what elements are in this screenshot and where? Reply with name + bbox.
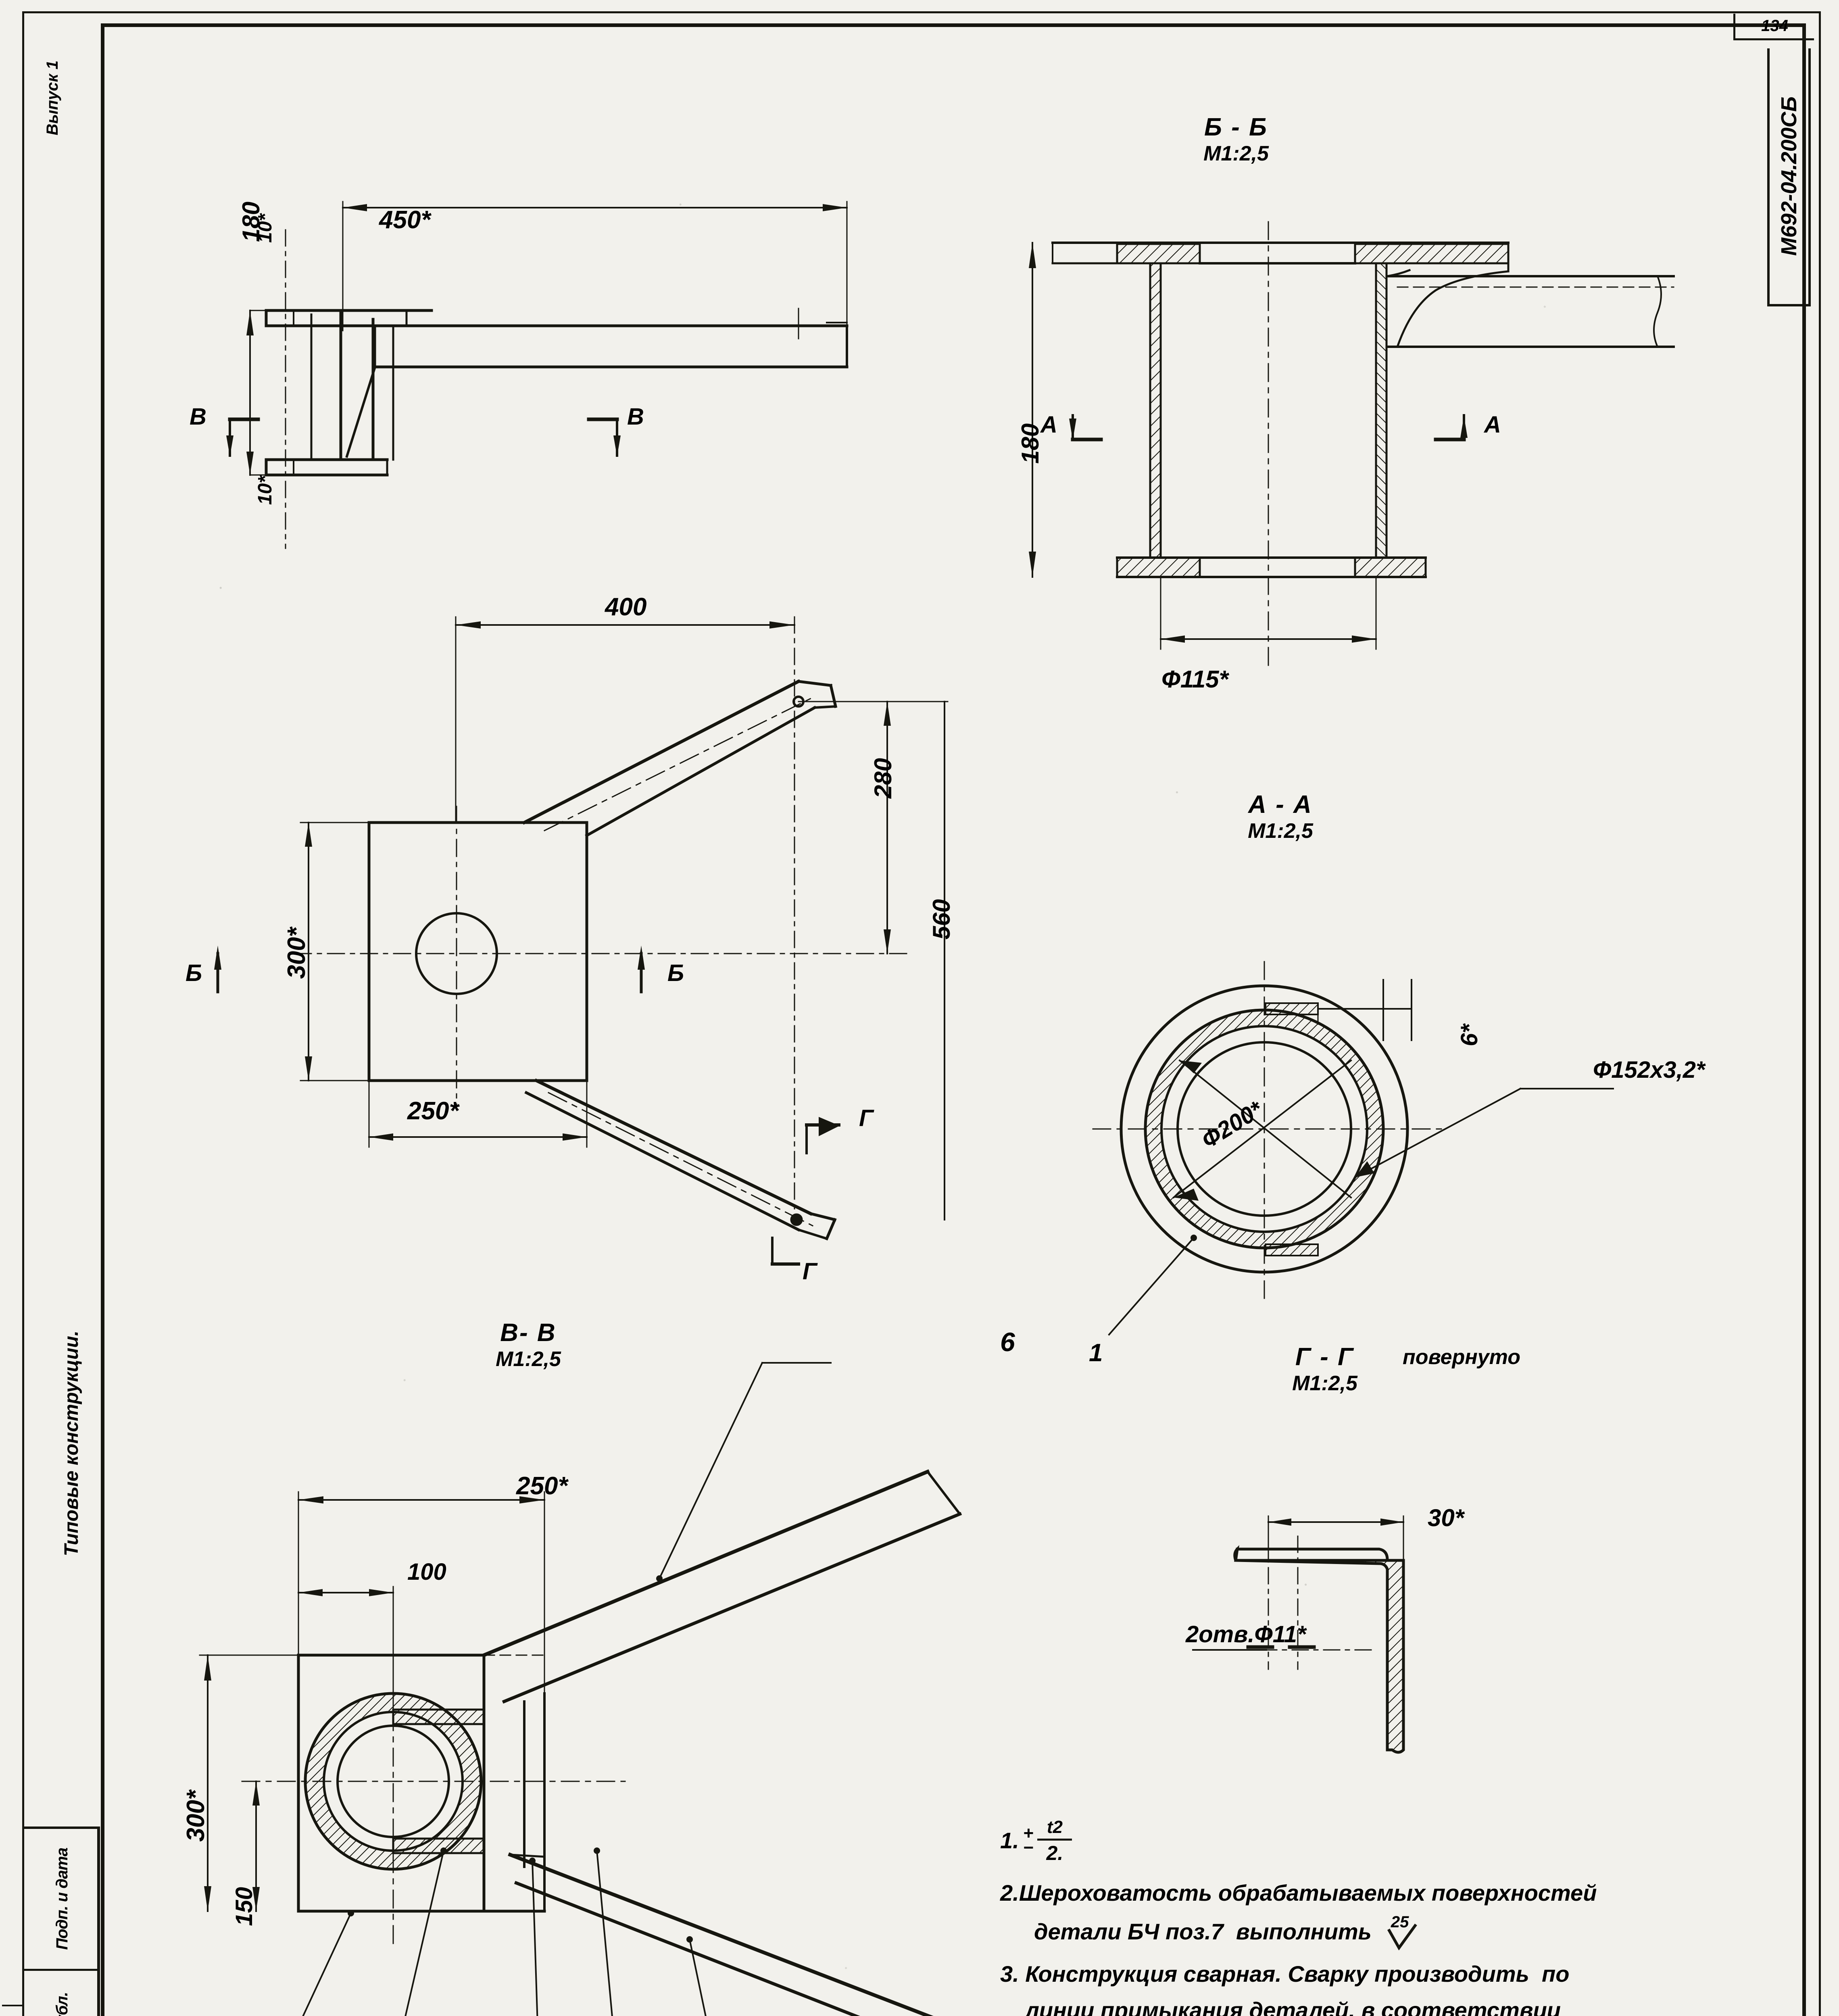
view-title-gg-name: Г - Г bbox=[1295, 1343, 1355, 1371]
note-3-line1: 3. Конструкция сварная. Сварку производи… bbox=[1000, 1961, 1570, 1987]
dimension-450: 450* bbox=[379, 206, 431, 234]
section-mark-v-right: В bbox=[627, 404, 644, 430]
margin-cell-label: Подп. и дата bbox=[53, 1848, 71, 1950]
note-2-line1: 2.Шероховатость обрабатываемых поверхнос… bbox=[1000, 1880, 1597, 1906]
view-section-bb bbox=[1029, 173, 1678, 677]
view-main-elevation bbox=[226, 169, 911, 573]
dimension-400: 400 bbox=[605, 593, 647, 621]
view-title-gg-rotnote: повернуто bbox=[1403, 1345, 1520, 1369]
view-title-gg: Г - Г М1:2,5 повернуто bbox=[1258, 1343, 1520, 1395]
section-mark-g-top: Г bbox=[859, 1105, 874, 1131]
callout-6: 6 bbox=[1000, 1327, 1015, 1357]
margin-stub-1 bbox=[2, 2006, 24, 2016]
note-1-numerator: t2 bbox=[1047, 1817, 1063, 1837]
view-title-aa-name: А - А bbox=[1248, 791, 1313, 818]
margin-cell-1: Инв.№ дубл. bbox=[24, 1971, 100, 2016]
dimension-250-vv: 250* bbox=[516, 1472, 568, 1500]
note-1-denominator: 2. bbox=[1046, 1841, 1063, 1864]
issue-label: Выпуск 1 bbox=[44, 60, 61, 135]
section-mark-b-left: Б bbox=[186, 960, 202, 986]
notes-block: 1. + − t2 2. 2.Шероховатость обрабатывае… bbox=[1000, 1814, 1807, 2016]
view-section-gg bbox=[1186, 1443, 1690, 1766]
side-designation-box: М692-04.200СБ bbox=[1767, 48, 1811, 306]
section-mark-v-left: В bbox=[190, 404, 206, 430]
dimension-30: 30* bbox=[1428, 1504, 1464, 1531]
view-title-vv-name: В- В bbox=[500, 1319, 557, 1347]
dimension-300-plan: 300* bbox=[283, 927, 311, 979]
view-plan bbox=[214, 564, 952, 1250]
dimension-10-bottom: 10* bbox=[254, 476, 276, 505]
roughness-value: 25 bbox=[1391, 1913, 1409, 1931]
note-1-plus: + bbox=[1023, 1823, 1034, 1843]
side-designation-text: М692-04.200СБ bbox=[1777, 96, 1801, 256]
series-label: Типовые конструкции. bbox=[61, 1331, 82, 1556]
dimension-300-vv: 300* bbox=[182, 1790, 210, 1842]
section-mark-a-left: А bbox=[1040, 412, 1057, 438]
note-3-line2-text: линии примыкания деталей, в соответствии bbox=[1025, 1997, 1561, 2016]
view-title-vv: В- В М1:2,5 bbox=[460, 1318, 597, 1371]
section-mark-a-right: А bbox=[1484, 412, 1501, 438]
margin-stub-0 bbox=[2, 1829, 24, 2006]
dimension-100: 100 bbox=[407, 1559, 446, 1585]
view-title-bb-scale: М1:2,5 bbox=[1203, 142, 1269, 165]
dimension-10-top: 10* bbox=[254, 214, 276, 243]
note-1: 1. + − t2 2. bbox=[1000, 1814, 1807, 1867]
note-2-text: детали БЧ поз.7 выполнить bbox=[1034, 1919, 1372, 1944]
sheet-frame-outer bbox=[22, 11, 1821, 2016]
section-mark-b-right: Б bbox=[667, 960, 684, 986]
dimension-phi115: Ф115* bbox=[1161, 666, 1228, 693]
margin-cell-label: Инв.№ дубл. bbox=[53, 1992, 71, 2016]
dimension-150: 150 bbox=[231, 1887, 257, 1926]
sheet-frame-inner bbox=[101, 23, 1806, 2016]
dimension-phi152: Ф152х3,2* bbox=[1593, 1057, 1705, 1083]
dimension-2holes-phi11: 2отв.Ф11* bbox=[1186, 1621, 1306, 1647]
view-section-aa bbox=[1073, 919, 1637, 1343]
dimension-6: 6* bbox=[1456, 1024, 1482, 1046]
dimension-250-plan: 250* bbox=[407, 1097, 459, 1125]
view-title-vv-scale: М1:2,5 bbox=[496, 1347, 561, 1371]
view-title-aa-scale: М1:2,5 bbox=[1248, 819, 1313, 843]
gost-margin-column: Подп. и дата Инв.№ дубл. Взам. инв.№ Под… bbox=[2, 1826, 100, 2016]
section-mark-g-bottom: Г bbox=[803, 1258, 817, 1285]
note-1-number: 1. bbox=[1000, 1827, 1019, 1853]
view-title-bb: Б - Б М1:2,5 bbox=[1170, 113, 1303, 166]
dimension-180-bb: 180 bbox=[1017, 423, 1044, 464]
view-title-bb-name: Б - Б bbox=[1204, 113, 1268, 141]
margin-cell-0: Подп. и дата bbox=[24, 1829, 100, 1971]
dimension-560: 560 bbox=[928, 899, 955, 940]
view-title-aa: А - А М1:2,5 bbox=[1214, 790, 1347, 843]
callout-1: 1 bbox=[1089, 1339, 1103, 1367]
view-section-vv bbox=[169, 1435, 976, 2016]
note-1-minus: − bbox=[1023, 1838, 1034, 1858]
page-number: 134 bbox=[1733, 14, 1814, 40]
note-2-line2: детали БЧ поз.7 выполнить 25 bbox=[1000, 1912, 1807, 1950]
dimension-280: 280 bbox=[869, 758, 897, 799]
note-3-line2: линии примыкания деталей, в соответствии bbox=[1000, 1992, 1807, 2016]
view-title-gg-scale: М1:2,5 bbox=[1292, 1372, 1357, 1395]
